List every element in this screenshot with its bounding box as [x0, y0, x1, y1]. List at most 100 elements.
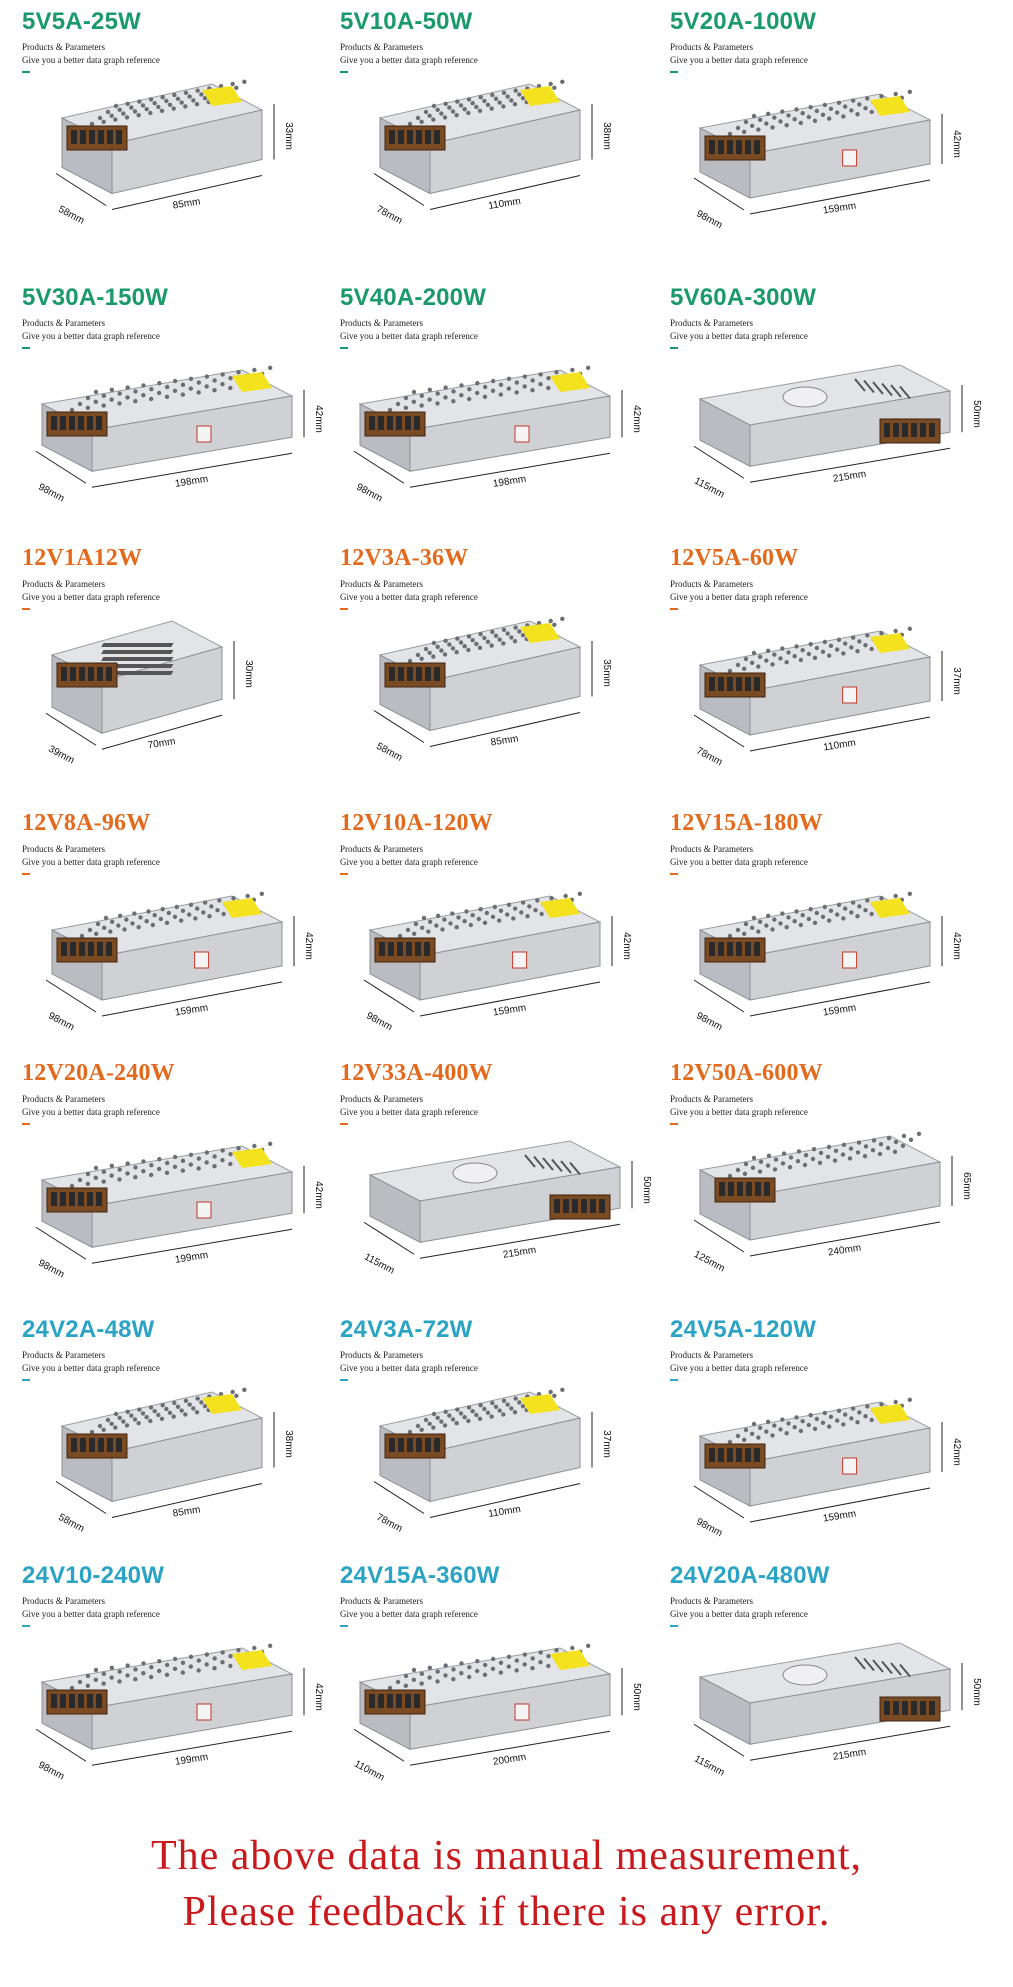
vent-hole — [482, 394, 488, 399]
vent-hole — [806, 916, 812, 922]
vent-hole — [148, 97, 154, 102]
vent-hole — [419, 1427, 424, 1432]
accent-dash — [22, 608, 30, 610]
width-dimension: 110mm — [749, 716, 931, 754]
vent-hole — [798, 657, 804, 663]
vent-hole — [458, 1411, 464, 1416]
product-title: 5V40A-200W — [340, 284, 487, 311]
vent-hole — [212, 1154, 217, 1159]
width-dimension: 159mm — [749, 179, 931, 217]
subtitle-reference: Give you a better data graph reference — [670, 1609, 808, 1619]
vent-hole — [109, 1421, 114, 1426]
vent-hole — [191, 1406, 196, 1411]
vent-hole — [770, 662, 775, 667]
vent-slot — [881, 1660, 893, 1675]
subtitle-products-parameters: Products & Parameters — [670, 844, 753, 854]
vent-hole — [786, 650, 791, 655]
vent-hole — [855, 914, 860, 919]
vent-hole — [228, 376, 233, 381]
vent-hole — [101, 1671, 107, 1676]
warning-label — [520, 86, 560, 106]
vent-hole — [828, 643, 834, 648]
vent-hole — [109, 1173, 114, 1178]
vent-hole — [196, 1658, 202, 1663]
vent-hole — [806, 114, 812, 120]
unit-side-face — [699, 1676, 751, 1746]
vent-hole — [533, 908, 538, 913]
vent-hole — [834, 1418, 840, 1423]
vent-hole — [196, 1156, 202, 1161]
subtitle-reference: Give you a better data graph reference — [340, 55, 478, 65]
vent-hole — [434, 923, 439, 928]
vent-hole — [117, 1167, 122, 1172]
vent-hole — [490, 92, 495, 98]
vent-hole — [765, 913, 771, 918]
height-dimension: 38mm — [273, 1412, 294, 1468]
vent-hole — [125, 1409, 130, 1414]
vent-hole — [849, 910, 854, 915]
subtitle-products-parameters: Products & Parameters — [22, 579, 105, 589]
vent-hole — [101, 403, 106, 408]
vent-hole — [164, 98, 169, 104]
vent-hole — [252, 1143, 257, 1149]
vent-hole — [498, 908, 504, 913]
vent-hole — [93, 399, 99, 404]
vent-hole — [407, 1429, 413, 1435]
vent-hole — [849, 645, 854, 650]
vent-hole — [403, 405, 409, 410]
vent-hole — [758, 1159, 764, 1164]
product-title: 24V3A-72W — [340, 1316, 473, 1343]
vent-hole — [156, 1166, 162, 1172]
vent-hole — [735, 1167, 741, 1173]
terminal-block — [704, 1443, 766, 1469]
height-label: 50mm — [641, 1176, 652, 1204]
vent-hole — [863, 908, 868, 913]
warning-label — [870, 898, 910, 918]
vent-hole — [794, 1415, 799, 1420]
vent-hole — [117, 1679, 122, 1684]
vent-hole — [148, 1405, 154, 1410]
vent-hole — [172, 1666, 178, 1671]
vent-hole — [87, 927, 93, 933]
vent-hole — [814, 108, 820, 114]
vent-hole — [477, 108, 483, 113]
vent-hole — [536, 621, 542, 626]
subtitle-reference: Give you a better data graph reference — [340, 857, 478, 867]
vent-hole — [478, 95, 483, 100]
width-dimension: 85mm — [429, 712, 581, 749]
vent-hole — [93, 1677, 99, 1682]
vent-hole — [841, 1422, 846, 1427]
vent-hole — [756, 1435, 761, 1440]
accent-dash — [340, 1379, 348, 1381]
vent-hole — [832, 1158, 838, 1163]
width-label: 198mm — [174, 474, 209, 490]
terminal-block — [46, 1187, 108, 1213]
vent-hole — [743, 1427, 749, 1433]
height-label: 42mm — [313, 1683, 324, 1711]
vent-hole — [466, 1674, 472, 1680]
vent-hole — [780, 109, 785, 114]
vent-hole — [764, 1429, 769, 1434]
vent-hole — [141, 393, 146, 398]
vent-hole — [411, 399, 417, 404]
depth-label: 110mm — [352, 1759, 386, 1784]
width-dimension: 198mm — [91, 452, 293, 490]
terminal-block — [364, 1689, 426, 1715]
vent-hole — [470, 913, 475, 918]
ce-sticker — [196, 425, 212, 443]
vent-hole — [772, 652, 777, 657]
vent-hole — [129, 105, 134, 110]
vent-hole — [156, 1412, 161, 1418]
vent-hole — [456, 915, 461, 920]
vent-hole — [765, 111, 771, 116]
height-label: 38mm — [601, 122, 612, 150]
vent-hole — [863, 643, 868, 648]
vent-slot — [890, 1662, 902, 1676]
vent-hole — [511, 916, 516, 921]
fan-grille — [452, 1162, 498, 1184]
